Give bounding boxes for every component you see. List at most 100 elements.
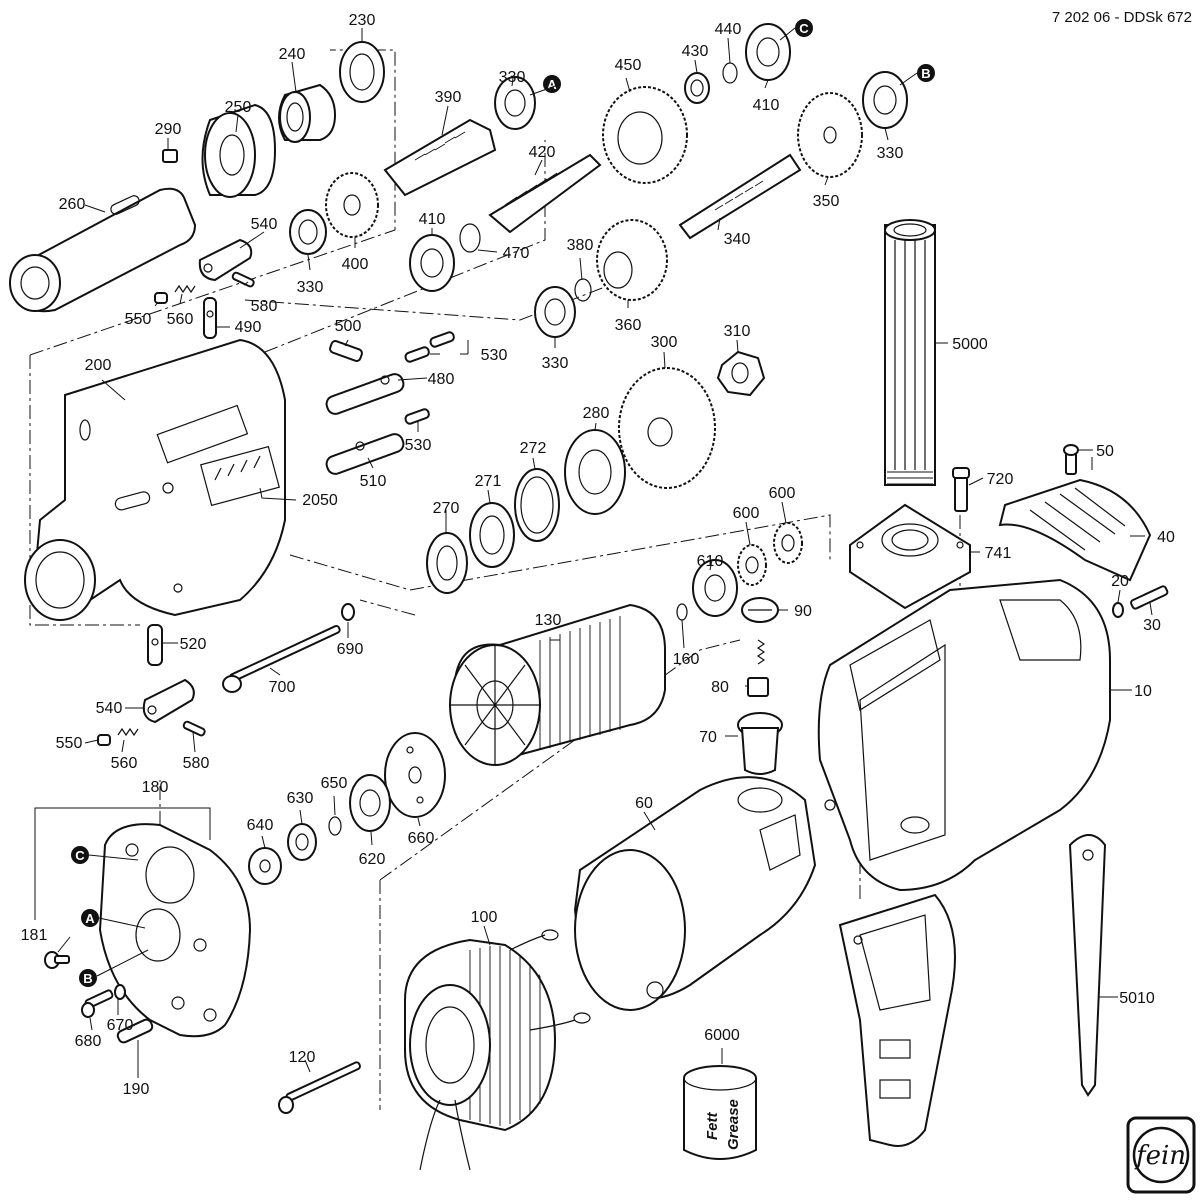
label-400: 400 bbox=[342, 256, 369, 273]
plate-660 bbox=[384, 732, 446, 818]
spindle-260 bbox=[9, 187, 197, 313]
label-330-left: 330 bbox=[297, 279, 324, 296]
flange-180 bbox=[98, 823, 252, 1038]
label-410-top: 410 bbox=[753, 97, 780, 114]
marker-a-left: A bbox=[81, 909, 99, 927]
circlip-470 bbox=[459, 223, 481, 253]
label-80: 80 bbox=[711, 679, 729, 696]
bearing-410-mid bbox=[409, 234, 455, 292]
label-680: 680 bbox=[75, 1033, 102, 1050]
label-640: 640 bbox=[247, 817, 274, 834]
label-190: 190 bbox=[123, 1081, 150, 1098]
column-5000 bbox=[884, 219, 936, 486]
label-580-mid: 580 bbox=[183, 755, 210, 772]
shaft-340 bbox=[678, 153, 802, 240]
pin-520 bbox=[147, 624, 163, 666]
label-100: 100 bbox=[471, 909, 498, 926]
gear-housing-200 bbox=[24, 338, 286, 622]
svg-text:C: C bbox=[799, 21, 809, 36]
bearing-330-right bbox=[862, 71, 908, 129]
bearing-620 bbox=[349, 774, 391, 832]
washer-640 bbox=[248, 847, 282, 885]
label-260: 260 bbox=[59, 196, 86, 213]
spring-560-mid bbox=[117, 727, 139, 737]
pin-190 bbox=[116, 1018, 154, 1044]
pin-580-top bbox=[231, 271, 255, 288]
label-580-top: 580 bbox=[251, 298, 278, 315]
gear-shaft-420 bbox=[488, 153, 602, 234]
label-181: 181 bbox=[21, 927, 48, 944]
pinion-shaft-390 bbox=[383, 118, 497, 197]
cover-40 bbox=[998, 478, 1152, 582]
label-430: 430 bbox=[682, 43, 709, 60]
screw-720 bbox=[952, 467, 970, 512]
marker-c-left: C bbox=[71, 846, 89, 864]
armature-130 bbox=[449, 603, 666, 766]
label-330-top: 330 bbox=[499, 69, 526, 86]
label-40: 40 bbox=[1157, 529, 1175, 546]
label-270: 270 bbox=[433, 500, 460, 517]
pin-550-top bbox=[154, 292, 168, 304]
svg-text:B: B bbox=[83, 971, 92, 986]
flange-741 bbox=[849, 503, 971, 610]
label-160: 160 bbox=[673, 651, 700, 668]
label-70: 70 bbox=[699, 729, 717, 746]
label-560-top: 560 bbox=[167, 311, 194, 328]
label-670: 670 bbox=[107, 1017, 134, 1034]
label-30: 30 bbox=[1143, 617, 1161, 634]
label-272: 272 bbox=[520, 440, 547, 457]
label-2050: 2050 bbox=[302, 492, 338, 509]
label-6000: 6000 bbox=[704, 1027, 740, 1044]
label-330-right: 330 bbox=[877, 145, 904, 162]
label-10: 10 bbox=[1134, 683, 1152, 700]
label-230: 230 bbox=[349, 12, 376, 29]
label-300: 300 bbox=[651, 334, 678, 351]
label-180: 180 bbox=[142, 779, 169, 796]
label-720: 720 bbox=[987, 471, 1014, 488]
leader-lines bbox=[57, 28, 1153, 1078]
label-690: 690 bbox=[337, 641, 364, 658]
label-650: 650 bbox=[321, 775, 348, 792]
cap-90 bbox=[741, 597, 779, 623]
label-620: 620 bbox=[359, 851, 386, 868]
gear-300 bbox=[618, 367, 716, 489]
label-560-mid: 560 bbox=[111, 755, 138, 772]
label-480: 480 bbox=[428, 371, 455, 388]
gear-360 bbox=[596, 219, 668, 301]
label-120: 120 bbox=[289, 1049, 316, 1066]
washer-20 bbox=[1112, 602, 1124, 618]
svg-text:C: C bbox=[75, 848, 85, 863]
key-290 bbox=[162, 149, 178, 163]
marker-b-top: B bbox=[917, 64, 935, 82]
label-130: 130 bbox=[535, 612, 562, 629]
marker-b-left: B bbox=[79, 969, 97, 987]
label-470: 470 bbox=[503, 245, 530, 262]
washer-690 bbox=[341, 603, 355, 621]
stator-100 bbox=[404, 929, 591, 1171]
label-530-mid: 530 bbox=[405, 437, 432, 454]
label-60: 60 bbox=[635, 795, 653, 812]
grease-can-label-2: Grease bbox=[725, 1099, 742, 1150]
label-390: 390 bbox=[435, 89, 462, 106]
label-520: 520 bbox=[180, 636, 207, 653]
label-540-mid: 540 bbox=[96, 700, 123, 717]
label-450: 450 bbox=[615, 57, 642, 74]
circlip-380 bbox=[574, 278, 592, 302]
spring-560-top bbox=[174, 284, 196, 294]
gear-350 bbox=[797, 92, 863, 178]
label-600-a: 600 bbox=[733, 505, 760, 522]
circlip-160 bbox=[676, 603, 688, 621]
pin-500 bbox=[329, 340, 363, 362]
label-340: 340 bbox=[724, 231, 751, 248]
bearing-330-left bbox=[289, 209, 327, 255]
circlip-650 bbox=[328, 816, 342, 836]
pin-530-a bbox=[404, 346, 430, 363]
marker-a-top: A bbox=[543, 75, 561, 93]
label-741: 741 bbox=[985, 545, 1012, 562]
drawing-code: 7 202 06 - DDSk 672 bbox=[1052, 9, 1192, 26]
label-540-top: 540 bbox=[251, 216, 278, 233]
washer-630 bbox=[287, 823, 317, 861]
label-550-top: 550 bbox=[125, 311, 152, 328]
grease-can-label-1: Fett bbox=[704, 1112, 721, 1141]
label-660: 660 bbox=[408, 830, 435, 847]
